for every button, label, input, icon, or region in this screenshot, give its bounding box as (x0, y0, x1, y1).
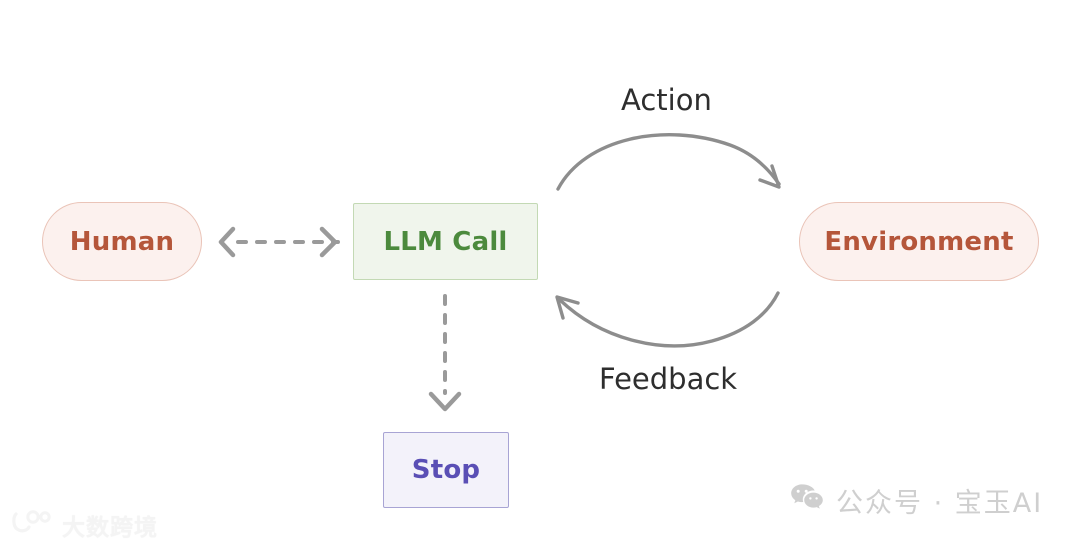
dashu-logo-icon (12, 509, 54, 541)
wechat-watermark: 公众号 · 宝玉AI (790, 481, 1043, 520)
node-environment-label: Environment (824, 226, 1014, 257)
edge-human-llm (218, 226, 340, 258)
dashu-watermark-text: 大数跨境 (62, 515, 158, 541)
wechat-icon (790, 483, 824, 518)
edge-feedback (555, 291, 780, 348)
edge-action-label: Action (621, 83, 712, 117)
node-environment[interactable]: Environment (799, 202, 1039, 281)
node-human[interactable]: Human (42, 202, 202, 281)
node-human-label: Human (69, 226, 175, 257)
node-stop-label: Stop (411, 455, 481, 485)
edge-llm-stop (428, 294, 462, 412)
node-stop[interactable]: Stop (383, 432, 509, 508)
node-llm-call-label: LLM Call (383, 226, 508, 257)
edge-feedback-label: Feedback (599, 362, 738, 396)
edge-action (556, 133, 781, 191)
dashu-watermark: 大数跨境 (12, 508, 158, 542)
node-llm-call[interactable]: LLM Call (353, 203, 538, 280)
wechat-watermark-text: 公众号 · 宝玉AI (836, 488, 1044, 519)
